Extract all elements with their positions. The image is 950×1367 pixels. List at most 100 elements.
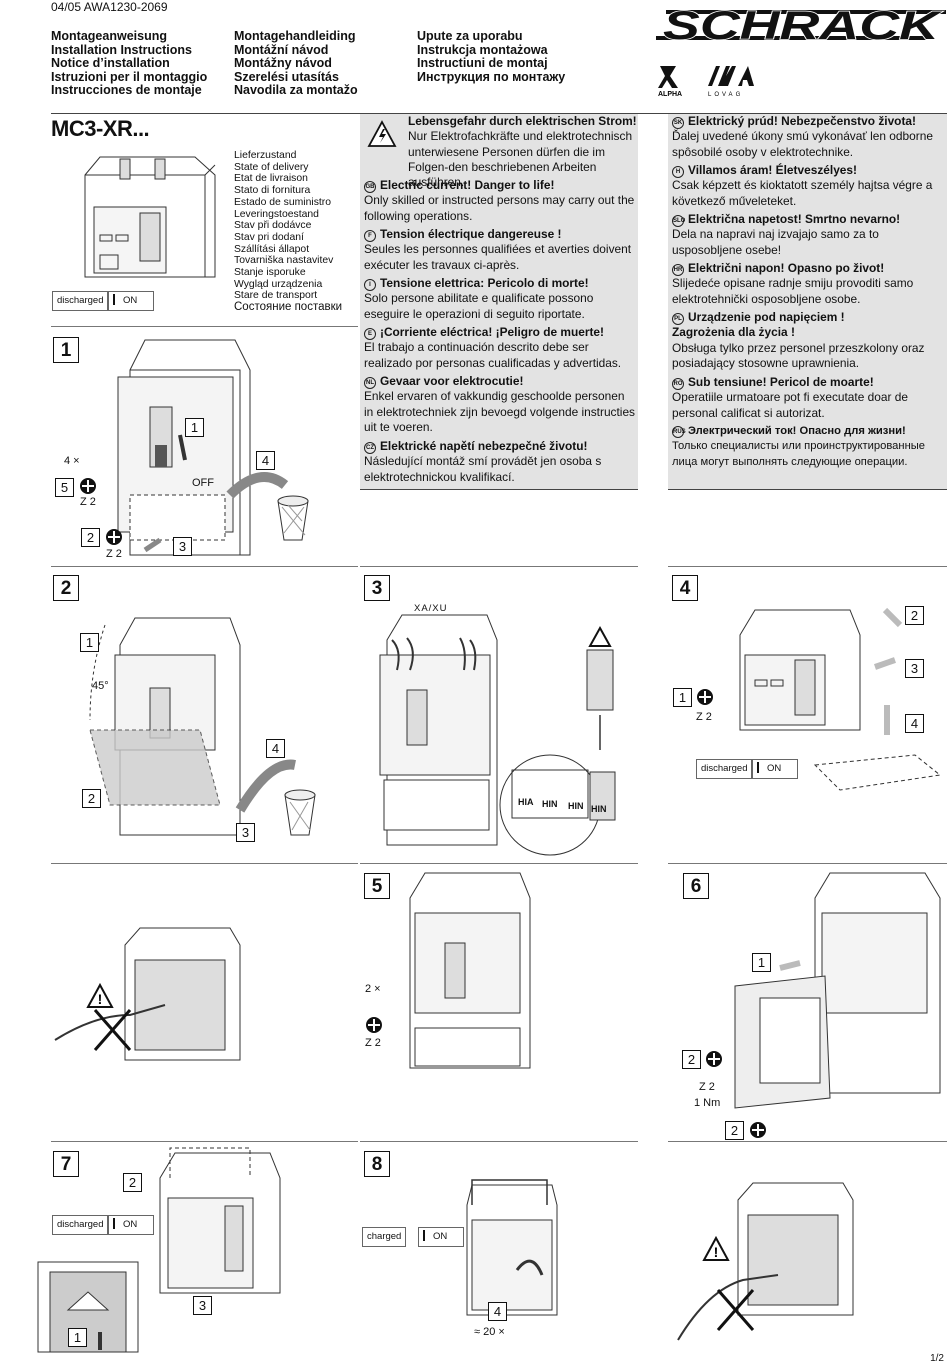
delivery-state-list: Lieferzustand State of delivery Etat de … bbox=[234, 150, 342, 314]
on-indicator-icon bbox=[113, 294, 115, 305]
warning-text: Obsługa tylko przez personel przeszkolon… bbox=[672, 340, 925, 370]
screwdriver-size-label: Z 2 bbox=[80, 496, 96, 508]
status-on: ON bbox=[108, 1215, 154, 1235]
warning-text: Csak képzett és kioktatott személy hajts… bbox=[672, 178, 933, 208]
screwdriver-icon bbox=[706, 1051, 722, 1067]
country-badge: SLO bbox=[672, 215, 685, 227]
warning-title: Электрический ток! Опасно для жизни! bbox=[688, 425, 906, 437]
step-number-4: 4 bbox=[672, 575, 698, 601]
title-line: Upute za uporabu bbox=[417, 29, 523, 43]
sub-step-4: 4 bbox=[488, 1302, 507, 1321]
title-line: Instructiuni de montaj bbox=[417, 56, 548, 71]
screwdriver-size-label: Z 2 bbox=[106, 548, 122, 560]
delivery-state-line: Stav pri dodaní bbox=[234, 231, 304, 243]
sub-step-1: 1 bbox=[673, 688, 692, 707]
status-on: ON bbox=[418, 1227, 464, 1247]
country-badge: H bbox=[672, 166, 684, 178]
high-voltage-warning-icon bbox=[367, 120, 397, 147]
on-indicator-icon bbox=[423, 1230, 425, 1241]
sub-step-2: 2 bbox=[81, 528, 100, 547]
title-line: Installation Instructions bbox=[51, 42, 192, 57]
warning-title: Lebensgefahr durch elektrischen Strom! bbox=[408, 114, 637, 128]
step-7-illustration bbox=[159, 1147, 281, 1294]
title-line: Montageanweisung bbox=[51, 29, 167, 43]
sub-step-4: 4 bbox=[266, 739, 285, 758]
alpha-label: ALPHA bbox=[658, 91, 682, 98]
sub-step-4: 4 bbox=[905, 714, 924, 733]
svg-text:!: ! bbox=[714, 1244, 719, 1260]
on-indicator-icon bbox=[113, 1218, 115, 1229]
warning-panel-left bbox=[360, 114, 638, 489]
step-number-8: 8 bbox=[364, 1151, 390, 1177]
warning-hand-illustration: ! bbox=[677, 1182, 854, 1341]
sub-step-4: 4 bbox=[256, 451, 275, 470]
schrack-logo: SCHRACK bbox=[656, 3, 946, 49]
sub-step-1: 1 bbox=[752, 953, 771, 972]
warning-text: Dela na napravi naj izvajajo samo za to … bbox=[672, 227, 879, 257]
title-line: Instrukcja montażowa bbox=[417, 42, 548, 57]
delivery-state-line: Tovarniška nastavitev bbox=[234, 255, 334, 267]
terminal-label: HIN bbox=[591, 804, 607, 814]
step-number-3: 3 bbox=[364, 575, 390, 601]
warning-title: Electric current! Danger to life! bbox=[380, 178, 555, 192]
step-number-7: 7 bbox=[53, 1151, 79, 1177]
country-badge: RUS bbox=[672, 426, 686, 438]
model-title: MC3-XR... bbox=[51, 116, 150, 141]
warning-title: Elektrické napětí nebezpečné životu! bbox=[380, 439, 588, 453]
warning-text: Только специалисты или проинструктирован… bbox=[672, 440, 926, 468]
delivery-state-line: State of delivery bbox=[234, 161, 309, 173]
warning-title: Elektrický prúd! Nebezpečenstvo života! bbox=[688, 114, 916, 128]
accessory-label: XA/XU bbox=[414, 603, 448, 614]
delivery-state-line: Etat de livraison bbox=[234, 173, 308, 185]
lovag-label: LOVAG bbox=[708, 92, 743, 98]
warning-title: Tensione elettrica: Pericolo di morte! bbox=[380, 276, 589, 290]
step-1-illustration bbox=[117, 339, 309, 556]
warning-text: El trabajo a continuación descrito debe … bbox=[364, 340, 622, 370]
sub-step-1: 1 bbox=[185, 418, 204, 437]
screwdriver-icon bbox=[80, 478, 96, 494]
page-number: 1/2 bbox=[930, 1353, 944, 1364]
screwdriver-size-label: Z 2 bbox=[696, 711, 712, 723]
warning-text: Enkel ervaren of vakkundig geschoolde pe… bbox=[364, 389, 636, 434]
status-on: ON bbox=[752, 759, 798, 779]
step-8-illustration bbox=[466, 1179, 558, 1316]
step-4-illustration bbox=[739, 607, 942, 791]
status-on-label: ON bbox=[123, 1219, 138, 1230]
step-6-illustration bbox=[734, 872, 941, 1109]
warning-text: Solo persone abilitate e qualificate pos… bbox=[364, 291, 594, 321]
country-badge: HR bbox=[672, 264, 684, 276]
delivery-state-line: Состояние поставки bbox=[234, 301, 343, 314]
country-badge: PL bbox=[672, 313, 684, 325]
screw-count-label: 4 × bbox=[64, 455, 80, 467]
sub-step-5: 5 bbox=[55, 478, 74, 497]
step-3-illustration bbox=[379, 614, 616, 856]
on-indicator-icon bbox=[757, 762, 759, 773]
status-on-label: ON bbox=[123, 295, 138, 306]
title-line: Montážní návod bbox=[234, 42, 329, 57]
delivery-state-line: Estado de suministro bbox=[234, 196, 332, 208]
terminal-label: HIN bbox=[568, 801, 584, 811]
title-column-3: Upute za uporabu Instrukcja montażowa In… bbox=[417, 29, 565, 84]
breaker-illustration-delivery bbox=[84, 156, 216, 278]
status-discharged: discharged bbox=[52, 291, 109, 311]
title-column-2: Montagehandleiding Montážní návod Montáž… bbox=[234, 29, 358, 98]
screwdriver-size-label: Z 2 bbox=[365, 1037, 381, 1049]
sub-step-2: 2 bbox=[123, 1173, 142, 1192]
status-discharged: discharged bbox=[52, 1215, 109, 1235]
torque-label: 1 Nm bbox=[694, 1097, 721, 1109]
country-badge: CZ bbox=[364, 442, 376, 454]
delivery-state-line: Stanje isporuke bbox=[234, 267, 306, 279]
sub-step-3: 3 bbox=[193, 1296, 212, 1315]
step-number-1: 1 bbox=[53, 337, 79, 363]
sub-step-2: 2 bbox=[725, 1121, 744, 1140]
